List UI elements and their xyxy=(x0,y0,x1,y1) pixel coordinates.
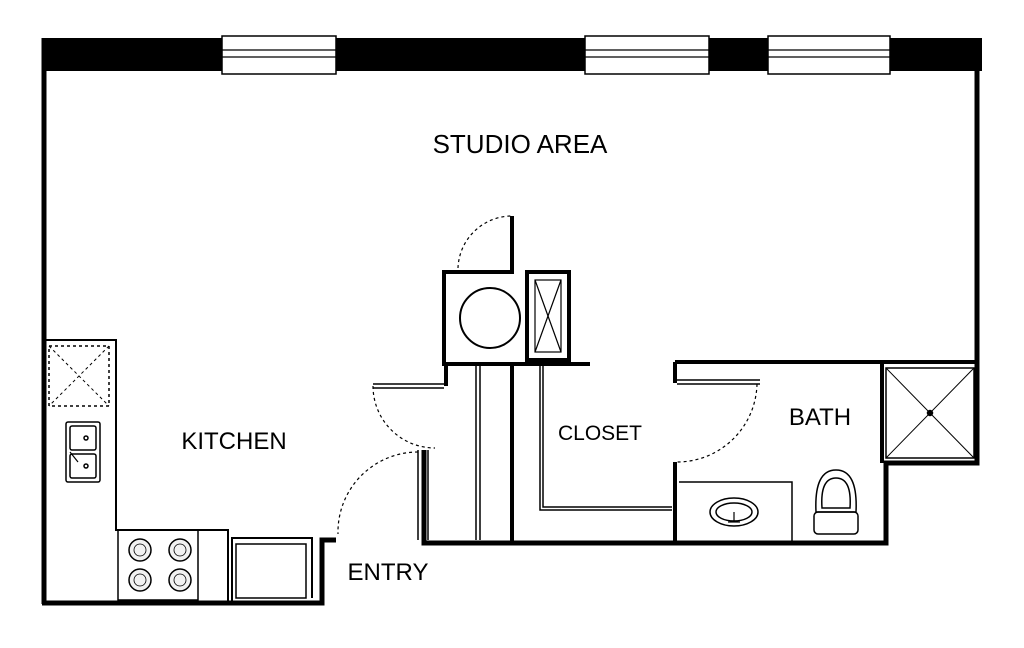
heater-enclosure xyxy=(442,216,590,366)
sink-icon xyxy=(65,421,101,483)
room-label-studio: STUDIO AREA xyxy=(433,129,608,159)
water-heater-icon xyxy=(459,287,521,349)
window-icon xyxy=(767,35,891,75)
fridge-enclosure xyxy=(231,537,313,603)
utility-box xyxy=(525,270,571,362)
room-label-kitchen: KITCHEN xyxy=(181,428,286,455)
kitchen-counter xyxy=(46,339,229,603)
window-icon xyxy=(584,35,710,75)
room-label-bath: BATH xyxy=(789,404,851,431)
door-swing-icon xyxy=(457,215,513,269)
room-label-closet: CLOSET xyxy=(558,422,642,445)
vanity-sink-icon xyxy=(709,497,759,527)
shower-icon xyxy=(885,367,975,459)
bath-outer-wall xyxy=(421,362,980,546)
refrigerator-icon xyxy=(48,345,110,407)
bottom-wall-left xyxy=(42,537,336,606)
toilet-icon xyxy=(813,469,859,535)
interior-walls xyxy=(46,216,977,603)
room-label-entry: ENTRY xyxy=(348,559,429,586)
windows xyxy=(221,35,891,75)
stove-icon xyxy=(117,529,199,601)
closet-lines xyxy=(373,366,793,541)
utility-x-icon xyxy=(534,279,562,353)
door-swing-icon xyxy=(372,385,436,449)
door-swing-icon xyxy=(337,451,419,535)
door-swing-icon xyxy=(676,383,758,463)
door-swings xyxy=(337,215,758,535)
counter-appliance-icon xyxy=(235,543,307,599)
window-icon xyxy=(221,35,337,75)
